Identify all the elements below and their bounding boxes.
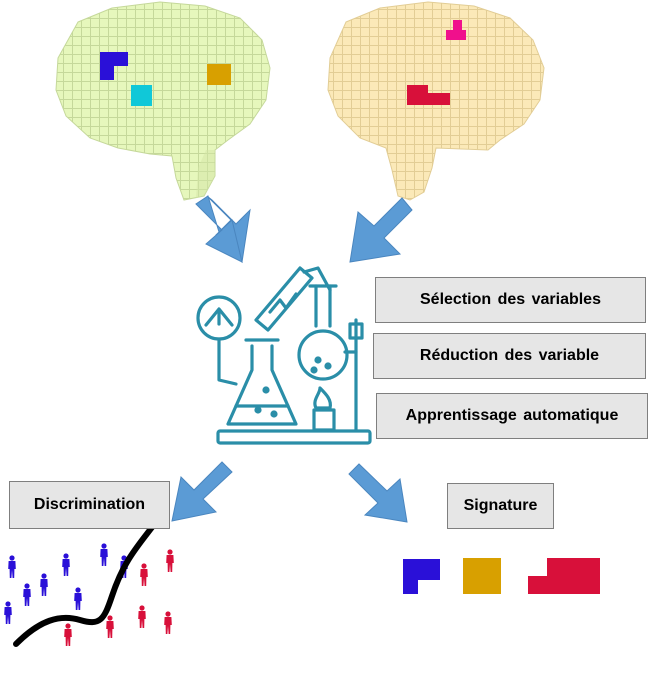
step-label: Réduction des variable (419, 347, 600, 364)
arrow-left-brain-to-lab (195, 195, 251, 264)
person-icon (4, 543, 128, 624)
step-label: Apprentissage automatique (405, 407, 619, 424)
arrow-lab-to-signature (348, 463, 408, 523)
signature-shapes (403, 558, 600, 594)
decision-boundary (13, 519, 159, 647)
signature-red-shape (528, 558, 600, 594)
arrow-lab-to-discrimination (171, 461, 233, 522)
laboratory-icon (196, 266, 372, 445)
discrimination-scatter (4, 519, 174, 647)
brain-left-icon (55, 1, 271, 201)
step-box-variable-selection: Sélection des variables (375, 277, 646, 323)
step-box-machine-learning: Apprentissage automatique (376, 393, 648, 439)
brain-right-icon (327, 1, 545, 201)
step-label: Sélection des variables (420, 291, 601, 308)
output-box-signature: Signature (447, 483, 554, 529)
step-box-variable-reduction: Réduction des variable (373, 333, 646, 379)
output-label: Discrimination (33, 496, 146, 513)
signature-blue-shape (403, 559, 440, 594)
arrow-right-brain-to-lab (349, 197, 413, 263)
output-box-discrimination: Discrimination (9, 481, 170, 529)
output-label: Signature (463, 497, 538, 514)
signature-gold-shape (463, 558, 501, 594)
